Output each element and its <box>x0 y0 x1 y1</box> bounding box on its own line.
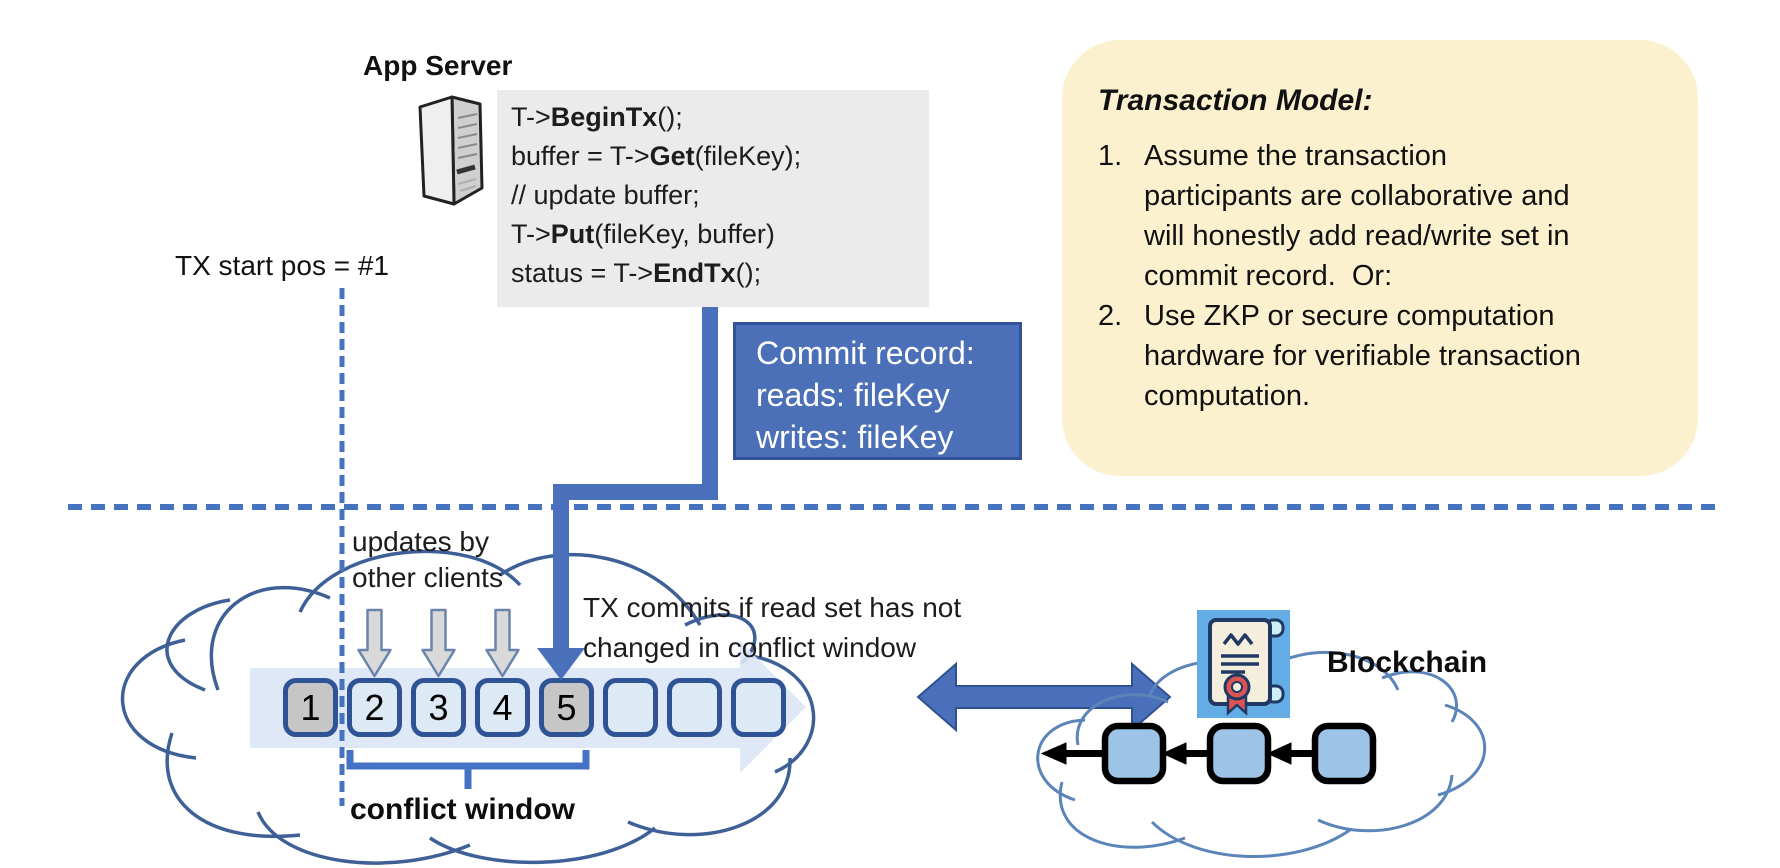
blockchain-cloud <box>1036 650 1487 858</box>
server-tower-icon <box>418 95 484 206</box>
app-server-title: App Server <box>363 50 513 81</box>
commit-record-writes: writes: fileKey <box>756 419 954 455</box>
chain-block <box>1206 722 1272 785</box>
timeline-block: 3 <box>411 678 466 737</box>
blockchain-label: Blockchain <box>1327 646 1488 679</box>
certificate-scroll-icon <box>1197 610 1290 718</box>
tx-commits-label: TX commits if read set has not changed i… <box>583 592 962 663</box>
transaction-model-list: 1. Assume the transaction participants a… <box>1098 136 1618 416</box>
timeline-block <box>603 678 658 737</box>
timeline-block: 4 <box>475 678 530 737</box>
commit-record-box: Commit record: reads: fileKey writes: fi… <box>733 322 1022 460</box>
code-line: T->BeginTx(); <box>511 102 683 132</box>
transaction-model-item: 1. Assume the transaction participants a… <box>1098 136 1618 296</box>
gray-down-arrow-icon <box>357 608 520 678</box>
transaction-code-box: T->BeginTx(); buffer = T->Get(fileKey); //… <box>497 90 929 307</box>
tx-start-pos-label: TX start pos = #1 <box>175 250 389 281</box>
conflict-window-bracket <box>346 750 590 789</box>
commit-record-title: Commit record: <box>756 335 975 371</box>
timeline-block: 5 <box>539 678 594 737</box>
blockchain-blocks <box>1040 722 1377 785</box>
chain-block <box>1311 722 1377 785</box>
code-line: buffer = T->Get(fileKey); <box>511 141 802 171</box>
updates-by-other-clients-label: updates by other clients <box>352 526 503 593</box>
item-text: Use ZKP or secure computation hardware f… <box>1144 300 1589 412</box>
code-line: T->Put(fileKey, buffer) <box>511 219 775 249</box>
chain-prev-pointer-arrow-icon <box>1040 742 1312 765</box>
transaction-model-title: Transaction Model: <box>1098 84 1373 117</box>
timeline-block <box>731 678 786 737</box>
timeline-block <box>667 678 722 737</box>
double-headed-arrow-icon <box>916 661 1172 733</box>
item-text: Assume the transaction participants are … <box>1144 140 1578 292</box>
code-line: status = T->EndTx(); <box>511 258 762 288</box>
timeline-block: 1 <box>283 678 338 737</box>
item-number: 1. <box>1098 140 1123 172</box>
transaction-model-note <box>1062 40 1698 476</box>
conflict-window-label: conflict window <box>350 793 575 826</box>
transaction-model-item: 2. Use ZKP or secure computation hardwar… <box>1098 296 1618 416</box>
timeline-block: 2 <box>347 678 402 737</box>
commit-record-reads: reads: fileKey <box>756 377 950 413</box>
code-lines: T->BeginTx(); buffer = T->Get(fileKey); //… <box>511 98 929 293</box>
item-number: 2. <box>1098 300 1123 332</box>
code-line: // update buffer; <box>511 180 700 210</box>
chain-block <box>1101 722 1167 785</box>
